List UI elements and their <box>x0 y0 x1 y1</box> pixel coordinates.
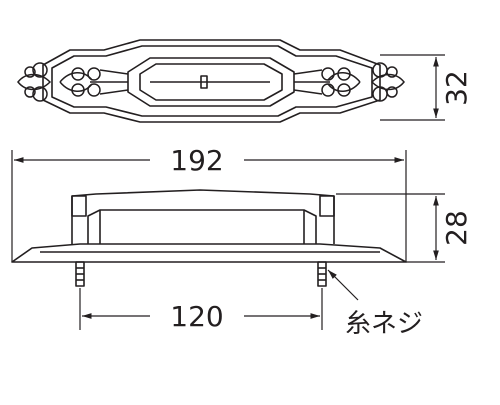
overall-length-dimension <box>11 150 407 262</box>
top-view-handle <box>42 39 381 123</box>
side-height-dimension <box>336 193 445 263</box>
top-height-dimension <box>380 54 445 121</box>
side-height-label: 28 <box>440 210 473 246</box>
top-height-label: 32 <box>440 70 473 106</box>
side-view-handle <box>11 189 407 287</box>
screw-leader-line <box>327 269 359 301</box>
hole-pitch-dimension <box>79 288 323 330</box>
hole-pitch-label: 120 <box>170 300 223 333</box>
overall-length-label: 192 <box>170 144 223 177</box>
left-ornament <box>17 62 129 102</box>
screw-label: 糸ネジ <box>345 309 423 339</box>
right-ornament <box>293 62 405 102</box>
